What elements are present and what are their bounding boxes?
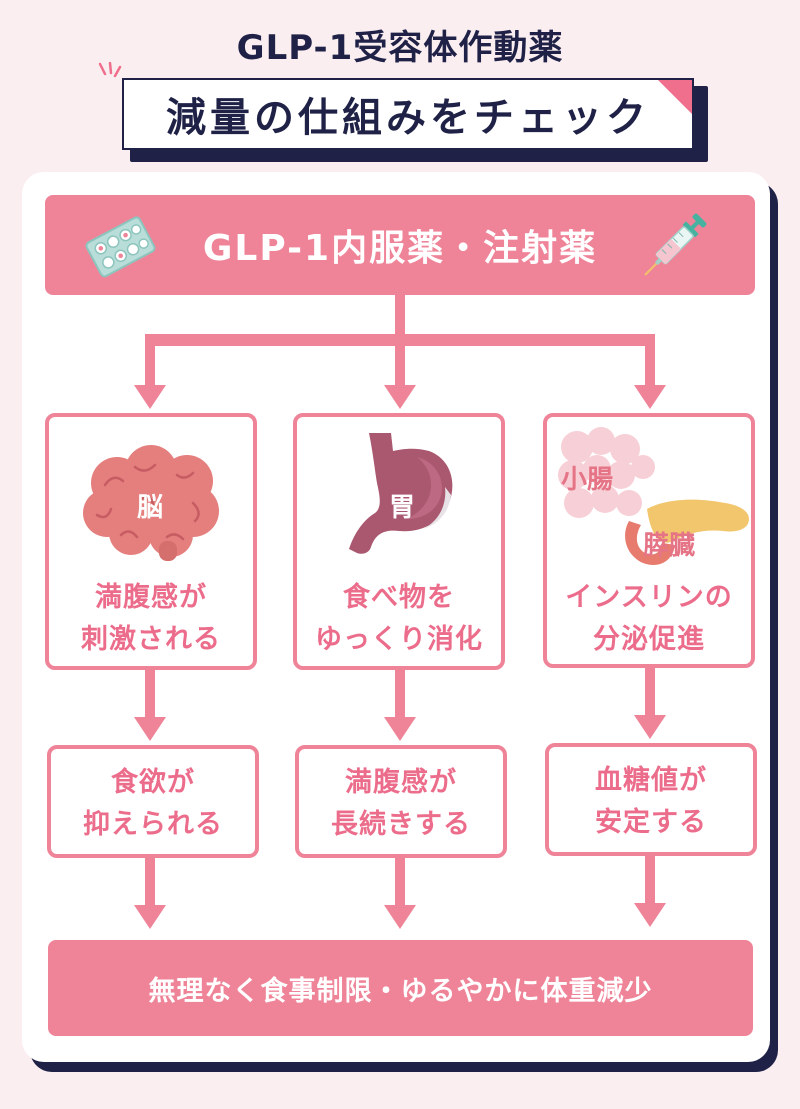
- effect-line-2: 刺激される: [81, 624, 221, 655]
- result-line-2: 抑えられる: [83, 809, 223, 840]
- effect-line-2: ゆっくり消化: [315, 624, 483, 655]
- organ-label-stomach: 胃: [389, 493, 416, 523]
- result-line-1: 血糖値が: [595, 765, 707, 796]
- outcome-label: 無理なく食事制限・ゆるやかに体重減少: [148, 975, 653, 1007]
- intestine-pancreas-icon: [558, 427, 749, 565]
- title-box: 減量の仕組みをチェック: [122, 78, 694, 150]
- result-line-2: 安定する: [595, 807, 707, 838]
- result-box-satiety: 満腹感が 長続きする: [295, 745, 507, 858]
- result-box-blood-sugar: 血糖値が 安定する: [545, 743, 757, 856]
- effect-box-intestine-pancreas: 小腸 膵臓 インスリンの 分泌促進: [543, 413, 755, 668]
- result-line-2: 長続きする: [331, 809, 471, 840]
- organ-label-brain: 脳: [137, 493, 164, 523]
- result-line-1: 満腹感が: [345, 767, 457, 798]
- effect-line-1: インスリンの: [565, 582, 733, 613]
- organ-label-pancreas: 膵臓: [643, 531, 696, 561]
- outcome-bar: 無理なく食事制限・ゆるやかに体重減少: [48, 940, 753, 1036]
- page-title: 減量の仕組みをチェック: [166, 95, 650, 141]
- pill-pack-icon: [85, 216, 156, 278]
- result-line-1: 食欲が: [111, 767, 195, 798]
- medication-bar: GLP-1内服薬・注射薬: [45, 195, 755, 295]
- organ-label-small-intestine: 小腸: [561, 465, 614, 495]
- effect-box-brain: 脳 満腹感が 刺激される: [45, 413, 257, 670]
- subtitle: GLP-1受容体作動薬: [236, 28, 564, 68]
- medication-label: GLP-1内服薬・注射薬: [202, 228, 598, 269]
- syringe-icon: [644, 213, 707, 276]
- sparkle-icon: [98, 62, 122, 78]
- effect-line-2: 分泌促進: [593, 624, 705, 655]
- result-box-appetite: 食欲が 抑えられる: [47, 745, 259, 858]
- brain-icon: [83, 445, 219, 561]
- effect-line-1: 満腹感が: [95, 582, 207, 613]
- stomach-icon: [349, 433, 453, 554]
- title-corner-accent: [658, 80, 692, 114]
- effect-line-1: 食べ物を: [343, 582, 455, 613]
- effect-box-stomach: 胃 食べ物を ゆっくり消化: [293, 413, 505, 670]
